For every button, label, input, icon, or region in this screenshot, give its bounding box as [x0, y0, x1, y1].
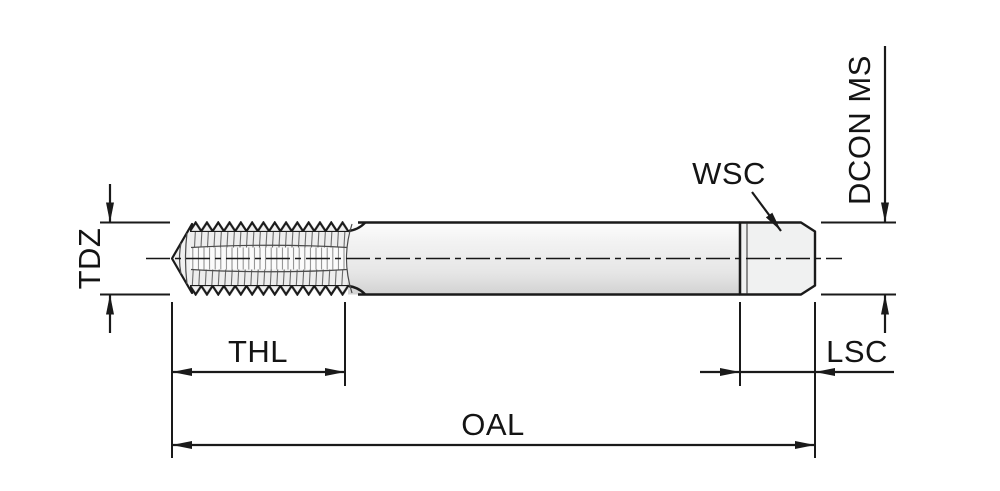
dim-thl: THL [171, 302, 346, 458]
oal-label: OAL [461, 407, 525, 442]
thread-crest-top [190, 221, 348, 232]
thread-hatch-top [190, 231, 348, 248]
flute-edge-lower [190, 268, 348, 273]
wsc-leader-line [751, 191, 782, 232]
flute-edge-upper [190, 244, 348, 249]
cone-thread-ring [184, 232, 188, 285]
tdz-label: TDZ [72, 228, 107, 290]
dim-lsc: LSC [700, 302, 894, 386]
lsc-label: LSC [826, 334, 888, 369]
thl-label: THL [228, 334, 288, 369]
callout-wsc: WSC [692, 156, 782, 232]
dim-tdz: TDZ [72, 184, 170, 333]
thread-crest-bottom [190, 285, 348, 296]
dim-oal: OAL [172, 302, 816, 458]
dim-dcon-ms: DCON MS [821, 46, 896, 333]
wsc-label: WSC [692, 156, 766, 191]
dcon-ms-label: DCON MS [842, 55, 877, 205]
thread-hatch-bottom [190, 269, 348, 286]
